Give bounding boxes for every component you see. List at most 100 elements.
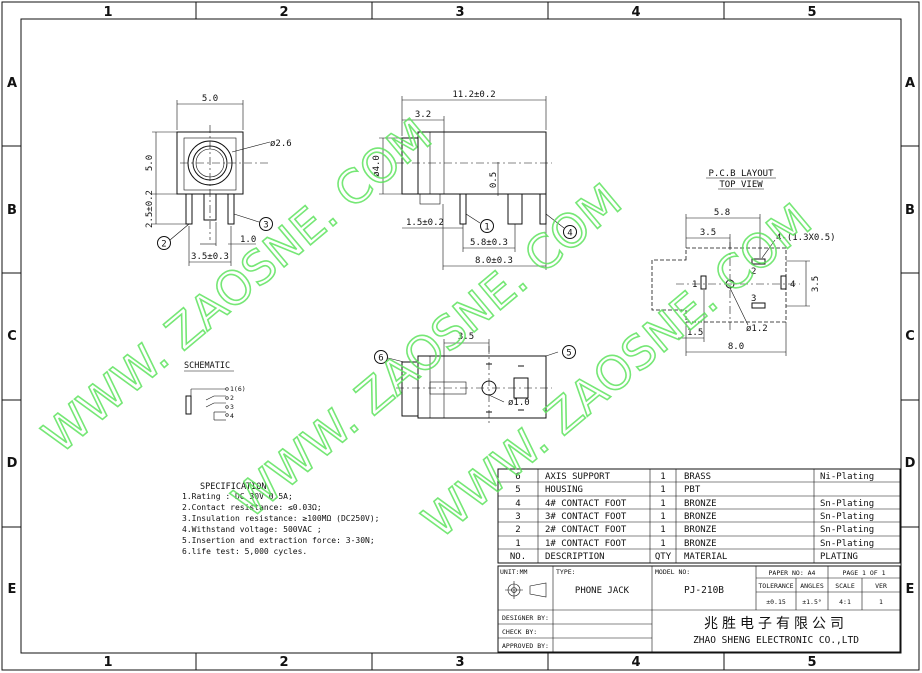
- schematic-pin-1: 1(6): [230, 385, 246, 393]
- tolerance-label: TOLERANCE: [758, 582, 793, 590]
- company-name-cn: 兆胜电子有限公司: [704, 616, 848, 632]
- spec-line-1: 1.Rating : DC 30V 0.5A;: [182, 492, 293, 501]
- bom-no: 3: [515, 512, 520, 522]
- bom-row: 4 4# CONTACT FOOT 1 BRONZE Sn-Plating: [515, 499, 874, 509]
- schematic-title: SCHEMATIC: [184, 361, 230, 371]
- callout-1: 1: [484, 223, 489, 233]
- bom-row: 6 AXIS SUPPORT 1 BRASS Ni-Plating: [515, 472, 874, 482]
- bom-qty: 1: [660, 472, 665, 482]
- dim-dia-4-0: ø4.0: [372, 155, 382, 177]
- zone-col-3-bottom: 3: [455, 655, 464, 670]
- dim-hole-2-6: ø2.6: [270, 139, 292, 149]
- zone-row-d: D: [7, 456, 18, 471]
- page-number: PAGE 1 OF 1: [842, 569, 885, 577]
- bottom-dim-hole: ø1.0: [508, 398, 530, 408]
- bom-description: HOUSING: [545, 485, 583, 495]
- zone-col-3: 3: [455, 5, 464, 20]
- dim-pin-length: 2.5±0.2: [145, 190, 155, 228]
- pcb-layout: P.C.B LAYOUT TOP VIEW 1 2 3 4 5.8 3.5 4-…: [651, 169, 836, 356]
- title-block: UNIT:MM TYPE: PHONE JACK MODEL NO: PJ-21…: [497, 565, 901, 653]
- angles-label: ANGLES: [800, 582, 824, 590]
- check-label: CHECK BY:: [502, 628, 537, 636]
- specification: SPECIFICATION 1.Rating : DC 30V 0.5A; 2.…: [182, 482, 379, 556]
- dim-pin-gap: 1.0: [240, 235, 256, 245]
- bom-material: BRONZE: [684, 539, 717, 549]
- pcb-pin-4: 4: [790, 280, 795, 290]
- dim-pin-pitch: 3.5±0.3: [191, 252, 229, 262]
- bottom-dim-3-5: 3.5: [458, 332, 474, 342]
- bom-description: 1# CONTACT FOOT: [545, 539, 627, 549]
- pcb-dim-hole: ø1.2: [746, 324, 768, 334]
- schematic: SCHEMATIC 1(6) 2 3 4: [184, 361, 246, 421]
- callout-1-circle: [480, 219, 494, 233]
- bom-qty: 1: [660, 539, 665, 549]
- company-name-en: ZHAO SHENG ELECTRONIC CO.,LTD: [693, 635, 859, 646]
- zone-row-e: E: [8, 582, 17, 597]
- zone-row-c-right: C: [905, 329, 915, 344]
- bom-header-plating: PLATING: [820, 552, 858, 562]
- bom-material: BRONZE: [684, 512, 717, 522]
- spec-line-6: 6.life test: 5,000 cycles.: [182, 547, 307, 556]
- dim-step-0-5: 0.5: [489, 172, 499, 188]
- bom-qty: 1: [660, 512, 665, 522]
- bom-plating: Sn-Plating: [820, 525, 874, 535]
- bom-row: 2 2# CONTACT FOOT 1 BRONZE Sn-Plating: [515, 525, 874, 535]
- bom-description: 3# CONTACT FOOT: [545, 512, 627, 522]
- schematic-pin-2: 2: [230, 394, 234, 402]
- bom-no: 2: [515, 525, 520, 535]
- pcb-dim-slot: 4-(1.3X0.5): [776, 233, 836, 243]
- callout-5-circle: [562, 345, 576, 359]
- bom-plating: Sn-Plating: [820, 499, 874, 509]
- zone-labels: 1 2 3 4 5 1 2 3 4 5 A B C D E A B C D E: [7, 5, 916, 670]
- type-value: PHONE JACK: [575, 586, 630, 596]
- pcb-dim-5-8: 5.8: [714, 208, 730, 218]
- callout-4-circle: [563, 225, 577, 239]
- watermark: WWW. ZAOSNE. COM WWW. ZAOSNE. COM WWW. Z…: [32, 107, 823, 549]
- pcb-dim-bottom-8-0: 8.0: [728, 342, 744, 352]
- angles-value: ±1.5°: [802, 598, 822, 606]
- bom-material: BRASS: [684, 472, 711, 482]
- callout-4: 4: [567, 229, 572, 239]
- bom-no: 5: [515, 485, 520, 495]
- model-label: MODEL NO:: [655, 568, 690, 576]
- bom-header-description: DESCRIPTION: [545, 552, 605, 562]
- zone-row-a: A: [7, 76, 17, 91]
- pcb-pin-2: 2: [751, 267, 756, 277]
- pcb-dim-right-3-5: 3.5: [811, 276, 821, 292]
- dim-overall-8-0: 8.0±0.3: [475, 256, 513, 266]
- paper-no: PAPER NO: A4: [769, 569, 816, 577]
- bom-header: NO. DESCRIPTION QTY MATERIAL PLATING: [510, 552, 858, 562]
- callout-2-circle: [157, 236, 171, 250]
- designer-label: DESIGNER BY:: [502, 614, 549, 622]
- dim-front-3-2: 3.2: [415, 110, 431, 120]
- bottom-view: 3.5 ø1.0 5 6: [374, 332, 576, 426]
- zone-row-d-right: D: [905, 456, 916, 471]
- pcb-pin-1: 1: [692, 280, 697, 290]
- dim-pin-spacing: 5.8±0.3: [470, 238, 508, 248]
- bom-header-no: NO.: [510, 552, 526, 562]
- inner-frame: [20, 18, 902, 654]
- bom-qty: 1: [660, 485, 665, 495]
- zone-col-1: 1: [103, 5, 112, 20]
- tolerance-value: ±0.15: [766, 598, 786, 606]
- schematic-pin-4: 4: [230, 412, 234, 420]
- bom-row: 1 1# CONTACT FOOT 1 BRONZE Sn-Plating: [515, 539, 874, 549]
- callout-6-circle: [374, 350, 388, 364]
- side-view: 11.2±0.2 3.2 ø4.0 0.5 1.5±0.2 5.8±0.3 8.…: [372, 90, 577, 270]
- bom-description: 2# CONTACT FOOT: [545, 525, 627, 535]
- bom-material: BRONZE: [684, 525, 717, 535]
- ver-value: 1: [879, 598, 883, 606]
- pcb-pin-3: 3: [751, 294, 756, 304]
- spec-line-2: 2.Contact resistance: ≤0.03Ω;: [182, 503, 322, 512]
- callout-2: 2: [161, 240, 166, 250]
- zone-col-4: 4: [631, 5, 640, 20]
- dim-length-11-2: 11.2±0.2: [452, 90, 495, 100]
- zone-row-a-right: A: [905, 76, 915, 91]
- scale-label: SCALE: [835, 582, 855, 590]
- type-label: TYPE:: [556, 568, 576, 576]
- pcb-title: P.C.B LAYOUT: [708, 169, 774, 179]
- model-value: PJ-210B: [684, 585, 724, 596]
- spec-line-5: 5.Insertion and extraction force: 3-30N;: [182, 536, 375, 545]
